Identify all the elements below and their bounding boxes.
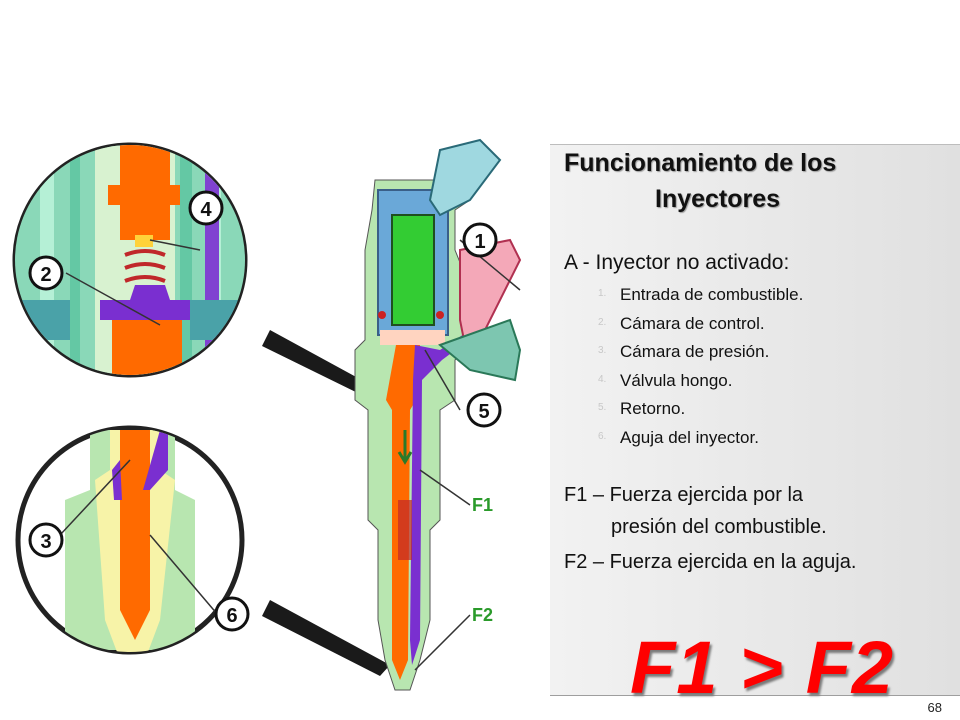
title-line-2: Inyectores	[655, 185, 781, 213]
svg-text:5: 5	[478, 401, 489, 423]
list-item: 4.Válvula hongo.	[598, 370, 733, 390]
component-list: 1.Entrada de combustible. 2.Cámara de co…	[598, 285, 804, 456]
label-f1: F1	[472, 495, 493, 515]
label-f2: F2	[472, 605, 493, 625]
callout-1: 1	[462, 222, 498, 258]
callout-4: 4	[188, 190, 224, 226]
magnified-valve-circle	[12, 142, 248, 378]
svg-text:2: 2	[40, 264, 51, 286]
page-number: 68	[927, 700, 942, 715]
injector-illustration: 1 2 3 4 5 6 F1 F2	[12, 138, 522, 691]
callout-6: 6	[214, 596, 250, 632]
list-item: 6.Aguja del inyector.	[598, 427, 759, 447]
explanation-panel: Funcionamiento de los Inyectores A - Iny…	[550, 144, 960, 709]
callout-arrow-top	[262, 330, 380, 400]
force-f1-line-1: F1 – Fuerza ejercida por la	[564, 484, 804, 506]
list-item: 2.Cámara de control.	[598, 313, 765, 333]
svg-text:3: 3	[40, 531, 51, 553]
title-line-1: Funcionamiento de los	[564, 149, 837, 177]
svg-text:4: 4	[200, 199, 212, 221]
leader-lines	[59, 239, 521, 671]
force-f1-line-2: presión del combustible.	[611, 516, 827, 538]
list-item: 5.Retorno.	[598, 399, 686, 418]
list-item: 1.Entrada de combustible.	[598, 285, 804, 304]
callout-5: 5	[466, 392, 502, 428]
force-f2: F2 – Fuerza ejercida en la aguja.	[564, 551, 857, 573]
callout-2: 2	[28, 255, 64, 291]
injector-cross-section	[354, 138, 522, 691]
svg-text:6: 6	[226, 605, 237, 627]
svg-text:1: 1	[474, 231, 485, 253]
callout-arrow-bottom	[262, 600, 390, 676]
callout-3: 3	[28, 522, 64, 558]
list-item: 3.Cámara de presión.	[598, 342, 770, 361]
magnified-nozzle-circle	[15, 425, 245, 655]
subheading: A - Inyector no activado:	[564, 251, 790, 274]
force-comparison: F1 > F2	[630, 626, 895, 709]
